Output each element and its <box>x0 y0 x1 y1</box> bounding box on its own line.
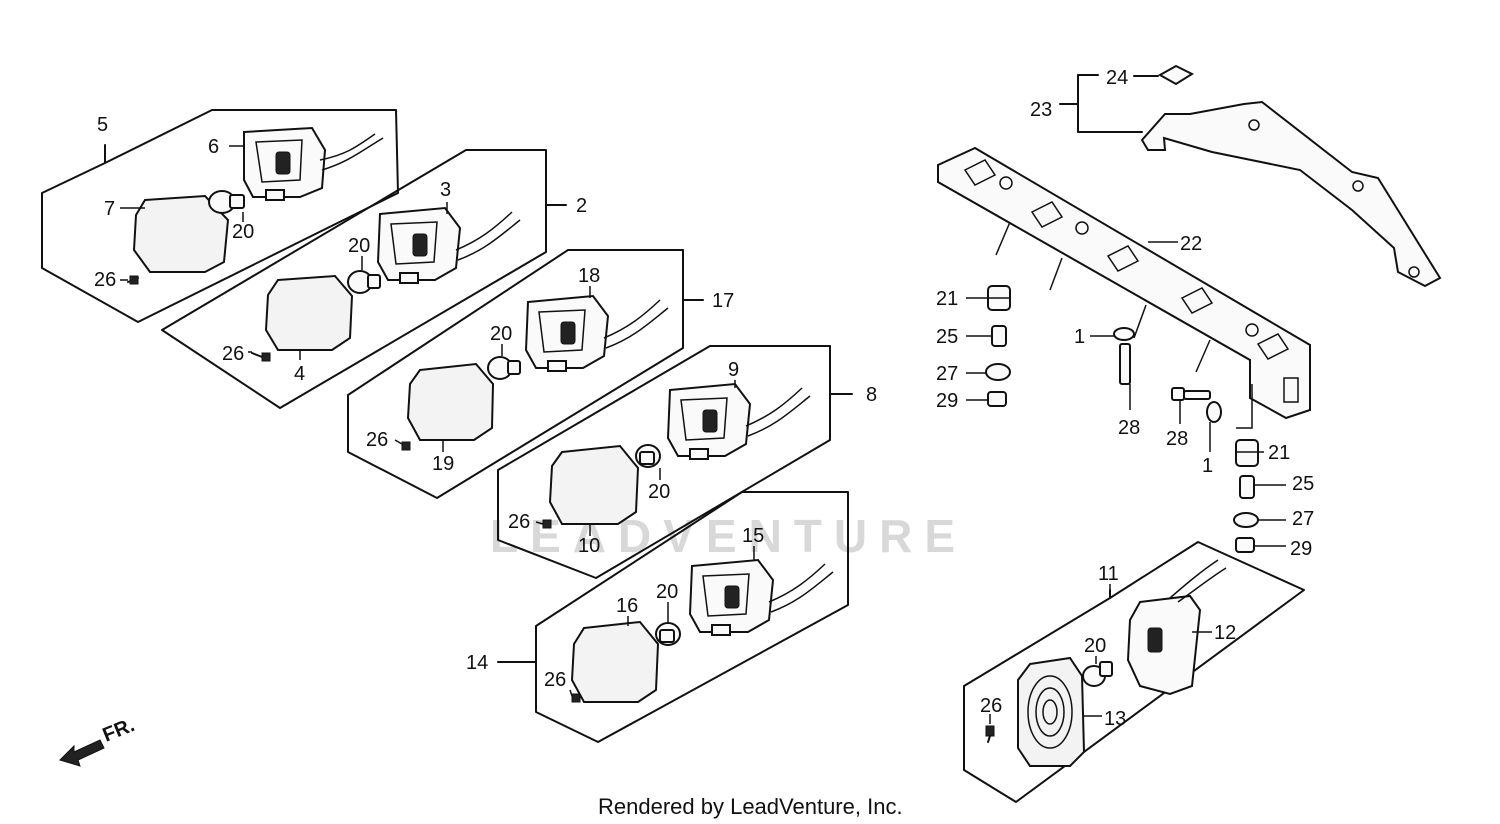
assembly-group-11 <box>963 541 1305 803</box>
label-24: 24 <box>1106 67 1128 89</box>
screw-26[interactable] <box>401 441 411 451</box>
lamp-housing-9[interactable] <box>666 382 811 460</box>
label-21: 21 <box>936 288 958 310</box>
lamp-housing-18[interactable] <box>524 294 669 372</box>
nut-29[interactable] <box>987 391 1007 407</box>
stay-bracket-22[interactable] <box>937 146 1311 429</box>
label-17: 17 <box>712 290 734 312</box>
label-1: 1 <box>1074 326 1085 348</box>
mount-bracket-23[interactable] <box>1140 100 1442 288</box>
label-26: 26 <box>222 343 244 365</box>
nut-29[interactable] <box>1235 537 1255 553</box>
label-3: 3 <box>440 179 451 201</box>
label-10: 10 <box>578 535 600 557</box>
label-28: 28 <box>1118 417 1140 439</box>
label-15: 15 <box>742 525 764 547</box>
front-arrow-icon: FR. <box>59 714 138 767</box>
lens-16[interactable] <box>570 620 660 703</box>
label-14: 14 <box>466 652 488 674</box>
label-16: 16 <box>616 595 638 617</box>
assembly-group-5 <box>41 109 399 323</box>
label-26: 26 <box>508 511 530 533</box>
grommet-21[interactable] <box>1235 439 1259 467</box>
pad-24[interactable] <box>1157 64 1195 86</box>
label-20: 20 <box>232 221 254 243</box>
label-20: 20 <box>490 323 512 345</box>
label-19: 19 <box>432 453 454 475</box>
front-label: FR. <box>100 714 138 746</box>
label-6: 6 <box>208 136 219 158</box>
label-21: 21 <box>1268 442 1290 464</box>
label-12: 12 <box>1214 622 1236 644</box>
screw-26[interactable] <box>127 275 139 285</box>
label-26: 26 <box>366 429 388 451</box>
assembly-group-17 <box>347 249 704 499</box>
label-29: 29 <box>936 390 958 412</box>
label-20: 20 <box>348 235 370 257</box>
lamp-housing-12[interactable] <box>1126 559 1227 696</box>
leader-lines <box>120 145 1286 724</box>
label-26: 26 <box>980 695 1002 717</box>
bulb-20[interactable] <box>635 444 661 468</box>
label-11: 11 <box>1098 563 1119 585</box>
label-20: 20 <box>1084 635 1106 657</box>
label-2: 2 <box>576 195 587 217</box>
screw-26[interactable] <box>542 519 552 529</box>
label-8: 8 <box>866 384 877 406</box>
washer-27[interactable] <box>1233 512 1259 528</box>
assembly-group-2 <box>161 149 567 409</box>
label-13: 13 <box>1104 708 1126 730</box>
grommet-21[interactable] <box>987 285 1011 311</box>
label-18: 18 <box>578 265 600 287</box>
lens-13[interactable] <box>1017 656 1086 767</box>
lamp-housing-15[interactable] <box>688 558 834 636</box>
washer-27[interactable] <box>985 363 1011 381</box>
washer-1[interactable] <box>1113 327 1135 341</box>
bolt-28[interactable] <box>1119 343 1131 385</box>
label-23: 23 <box>1030 99 1052 121</box>
screw-26[interactable] <box>571 693 581 703</box>
lamp-housing-6[interactable] <box>243 126 384 201</box>
collar-25[interactable] <box>991 325 1007 347</box>
label-9: 9 <box>728 359 739 381</box>
bulb-20[interactable] <box>208 190 245 214</box>
bulb-20[interactable] <box>655 622 681 646</box>
label-28: 28 <box>1166 428 1188 450</box>
label-5: 5 <box>97 114 108 136</box>
label-27: 27 <box>936 363 958 385</box>
label-20: 20 <box>656 581 678 603</box>
lens-19[interactable] <box>406 362 495 441</box>
label-25: 25 <box>1292 473 1314 495</box>
washer-1[interactable] <box>1206 401 1222 423</box>
label-20: 20 <box>648 481 670 503</box>
lamp-housing-3[interactable] <box>376 206 521 284</box>
lens-4[interactable] <box>264 274 354 351</box>
bulb-20[interactable] <box>487 356 521 380</box>
screw-26[interactable] <box>985 725 995 743</box>
assembly-group-14 <box>497 491 849 743</box>
footer-credit: Rendered by LeadVenture, Inc. <box>598 794 903 819</box>
label-1: 1 <box>1202 455 1213 477</box>
label-27: 27 <box>1292 508 1314 530</box>
collar-25[interactable] <box>1239 475 1255 499</box>
label-22: 22 <box>1180 233 1202 255</box>
label-26: 26 <box>544 669 566 691</box>
bulb-20[interactable] <box>1082 661 1113 687</box>
label-29: 29 <box>1290 538 1312 560</box>
bulb-20[interactable] <box>347 270 381 294</box>
label-26: 26 <box>94 269 116 291</box>
assembly-group-8 <box>497 345 853 579</box>
label-7: 7 <box>104 198 115 220</box>
lens-10[interactable] <box>548 444 640 525</box>
label-4: 4 <box>294 363 305 385</box>
screw-26[interactable] <box>251 352 271 362</box>
bolt-28[interactable] <box>1171 387 1211 401</box>
label-25: 25 <box>936 326 958 348</box>
